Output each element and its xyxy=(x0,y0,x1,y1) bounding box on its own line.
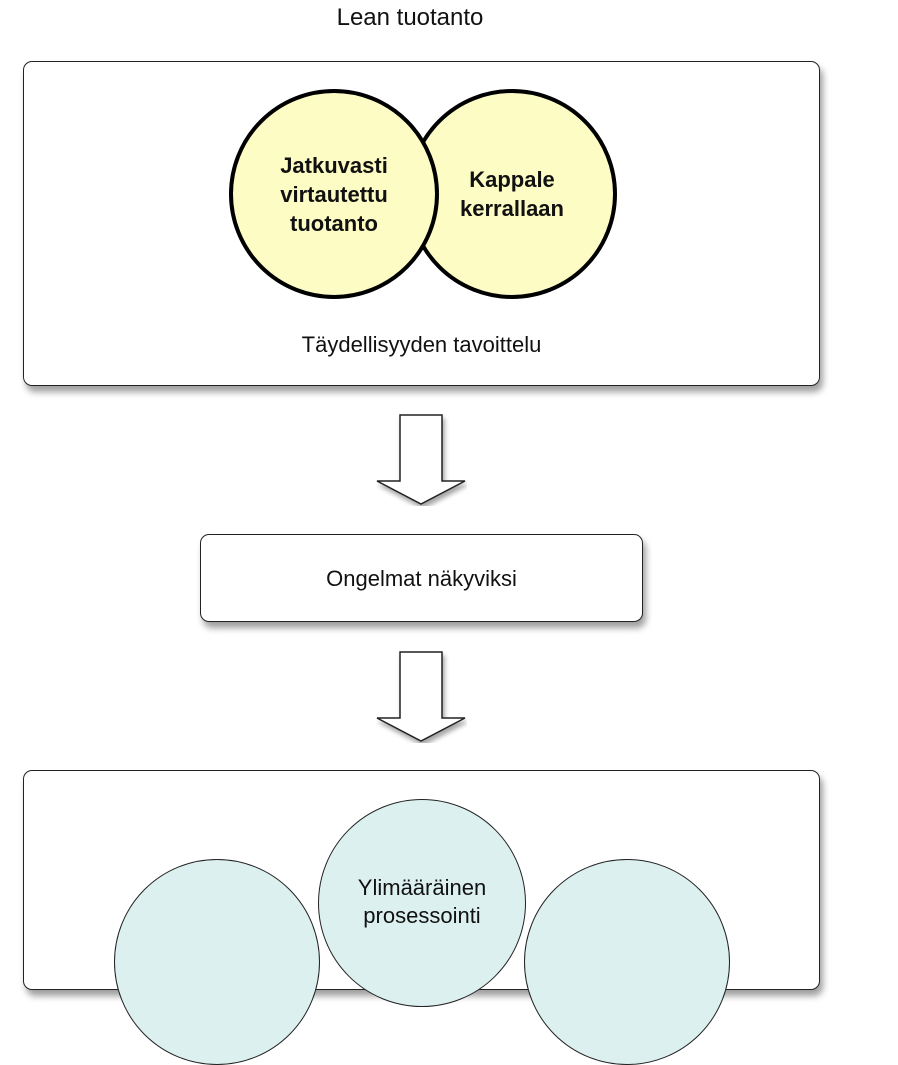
circle-one-piece-flow: Kappale kerrallaan xyxy=(407,89,617,299)
diagram-title: Lean tuotanto xyxy=(336,4,484,31)
middle-box: Ongelmat näkyviksi xyxy=(200,534,643,622)
waste-circle-right xyxy=(524,859,730,1065)
middle-box-label: Ongelmat näkyviksi xyxy=(326,566,517,591)
waste-circle-left xyxy=(114,859,320,1065)
circle-one-piece-flow-label: Kappale kerrallaan xyxy=(460,167,564,221)
top-box: Jatkuvasti virtautettu tuotanto Kappale … xyxy=(23,61,820,386)
circle-continuous-flow: Jatkuvasti virtautettu tuotanto xyxy=(229,89,439,299)
waste-circle-overprocessing-label: Ylimääräinen prosessointi xyxy=(357,875,487,928)
waste-circle-overprocessing: Ylimääräinen prosessointi xyxy=(318,799,526,1007)
top-box-label: Täydellisyyden tavoittelu xyxy=(301,332,542,357)
bottom-box: Ylimääräinen prosessointi xyxy=(23,770,820,1065)
circle-continuous-flow-label: Jatkuvasti virtautettu tuotanto xyxy=(280,152,388,236)
down-arrow-icon xyxy=(376,414,466,505)
down-arrow-icon xyxy=(376,651,466,742)
